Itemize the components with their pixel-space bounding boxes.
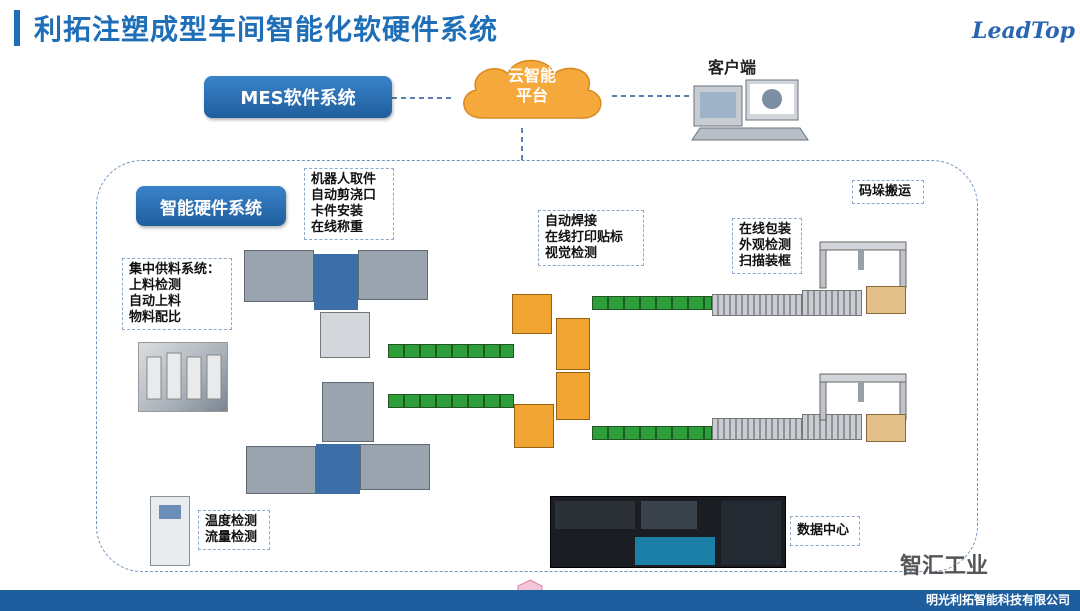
cloud-icon bbox=[463, 59, 602, 119]
client-label: 客户端 bbox=[708, 58, 757, 77]
cloud-platform: 云智能 平台 bbox=[452, 52, 612, 130]
callout-weld: 自动焊接 在线打印贴标 视觉检测 bbox=[538, 210, 644, 266]
footer-bar bbox=[0, 590, 1080, 611]
injection-machine-1-tail bbox=[358, 250, 428, 300]
watermark-text: 智汇工业 bbox=[900, 554, 989, 579]
robot-cell-1 bbox=[320, 312, 370, 358]
hardware-system-pill: 智能硬件系统 bbox=[136, 186, 286, 226]
callout-stack: 码垛搬运 bbox=[852, 180, 924, 204]
cloud-label-line1: 云智能 bbox=[507, 66, 556, 85]
supply-system-photo bbox=[138, 342, 228, 412]
injection-machine-1-mold bbox=[314, 254, 358, 310]
footer-company: 明光利拓智能科技有限公司 bbox=[925, 593, 1070, 607]
company-logo: LeadTop bbox=[972, 18, 1076, 44]
conveyor-upper-1 bbox=[388, 344, 514, 358]
data-center-screen bbox=[550, 496, 786, 568]
injection-machine-2-head bbox=[246, 446, 316, 494]
conveyor-upper-2 bbox=[592, 296, 712, 310]
page-title: 利拓注塑成型车间智能化软硬件系统 bbox=[34, 13, 499, 46]
packing-station-upper bbox=[802, 290, 862, 316]
computer-icon bbox=[691, 79, 809, 141]
weld-station-lower-2 bbox=[514, 404, 554, 448]
injection-machine-2-tail bbox=[360, 444, 430, 490]
packing-line-lower bbox=[712, 418, 802, 440]
palletizer-frame-upper bbox=[819, 241, 907, 289]
conveyor-lower-1 bbox=[388, 394, 514, 408]
temperature-controller-photo bbox=[150, 496, 190, 566]
weld-station-upper-2 bbox=[556, 318, 590, 370]
callout-datacenter: 数据中心 bbox=[790, 516, 860, 546]
packing-line-upper bbox=[712, 294, 802, 316]
packing-station-lower bbox=[802, 414, 862, 440]
cloud-label-line2: 平台 bbox=[515, 86, 548, 105]
silo-icon bbox=[146, 352, 222, 400]
hardware-region bbox=[96, 160, 978, 572]
weld-station-lower bbox=[556, 372, 590, 420]
palletizer-frame-lower bbox=[819, 373, 907, 421]
callout-pack: 在线包装 外观检测 扫描装框 bbox=[732, 218, 802, 274]
callout-robot: 机器人取件 自动剪浇口 卡件安装 在线称重 bbox=[304, 168, 394, 240]
injection-machine-1-head bbox=[244, 250, 314, 302]
callout-temp: 温度检测 流量检测 bbox=[198, 510, 270, 550]
pallet-upper bbox=[866, 286, 906, 314]
mes-software-pill: MES软件系统 bbox=[204, 76, 392, 118]
pallet-lower bbox=[866, 414, 906, 442]
callout-supply: 集中供料系统： 上料检测 自动上料 物料配比 bbox=[122, 258, 232, 330]
title-accent-bar bbox=[14, 10, 20, 46]
weld-station-upper bbox=[512, 294, 552, 334]
injection-machine-2-top bbox=[322, 382, 374, 442]
conveyor-lower-2 bbox=[592, 426, 712, 440]
injection-machine-2-mold bbox=[316, 444, 360, 494]
